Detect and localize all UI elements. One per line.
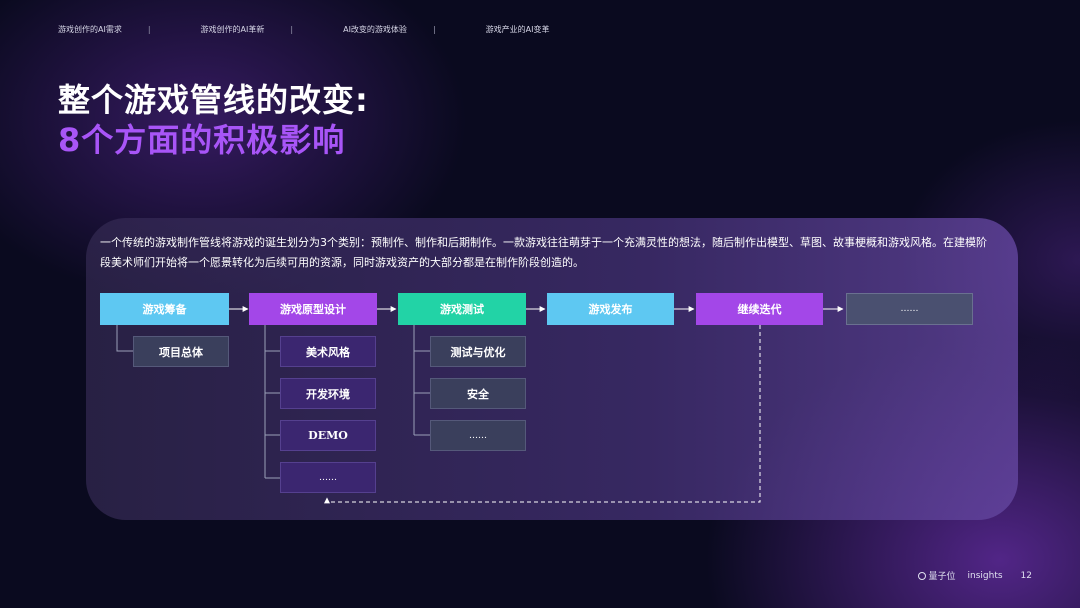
top-nav: 游戏创作的AI需求 | 游戏创作的AI革新 | AI改变的游戏体验 | 游戏产业… — [58, 24, 549, 35]
nav-separator: | — [290, 25, 294, 34]
stage-game-testing: 游戏测试 — [398, 293, 526, 325]
insights-label: insights — [967, 570, 1003, 581]
nav-item-ai-demand[interactable]: 游戏创作的AI需求 — [58, 25, 122, 34]
stage-continue-iteration: 继续迭代 — [696, 293, 823, 325]
brand-logo-icon — [917, 571, 926, 580]
page-title: 整个游戏管线的改变: 8个方面的积极影响 — [58, 80, 369, 160]
prototype-child-dev-environment: 开发环境 — [280, 378, 376, 409]
stage-game-release: 游戏发布 — [547, 293, 674, 325]
stage-more: …… — [846, 293, 973, 325]
nav-separator: | — [432, 25, 436, 34]
prep-child-project-overview: 项目总体 — [133, 336, 229, 367]
title-line-2: 8个方面的积极影响 — [58, 121, 346, 159]
nav-separator: | — [147, 25, 151, 34]
test-child-security: 安全 — [430, 378, 526, 409]
stage-prototype-design: 游戏原型设计 — [249, 293, 377, 325]
test-child-testing-optimization: 测试与优化 — [430, 336, 526, 367]
brand-name: 量子位 — [928, 572, 956, 582]
brand-logo: 量子位 — [917, 569, 956, 582]
prototype-child-art-style: 美术风格 — [280, 336, 376, 367]
nav-item-ai-experience[interactable]: AI改变的游戏体验 — [343, 25, 407, 34]
test-child-more: …… — [430, 420, 526, 451]
stage-game-preparation: 游戏筹备 — [100, 293, 229, 325]
prototype-child-demo: DEMO — [280, 420, 376, 451]
description-text: 一个传统的游戏制作管线将游戏的诞生划分为3个类别：预制作、制作和后期制作。一款游… — [100, 236, 987, 269]
page-number: 12 — [1020, 570, 1032, 581]
nav-item-ai-innovation[interactable]: 游戏创作的AI革新 — [200, 25, 265, 34]
nav-item-ai-industry[interactable]: 游戏产业的AI变革 — [485, 25, 550, 34]
prototype-child-more: …… — [280, 462, 376, 493]
footer: 量子位 insights 12 — [917, 569, 1032, 582]
title-line-1: 整个游戏管线的改变: — [58, 81, 369, 119]
